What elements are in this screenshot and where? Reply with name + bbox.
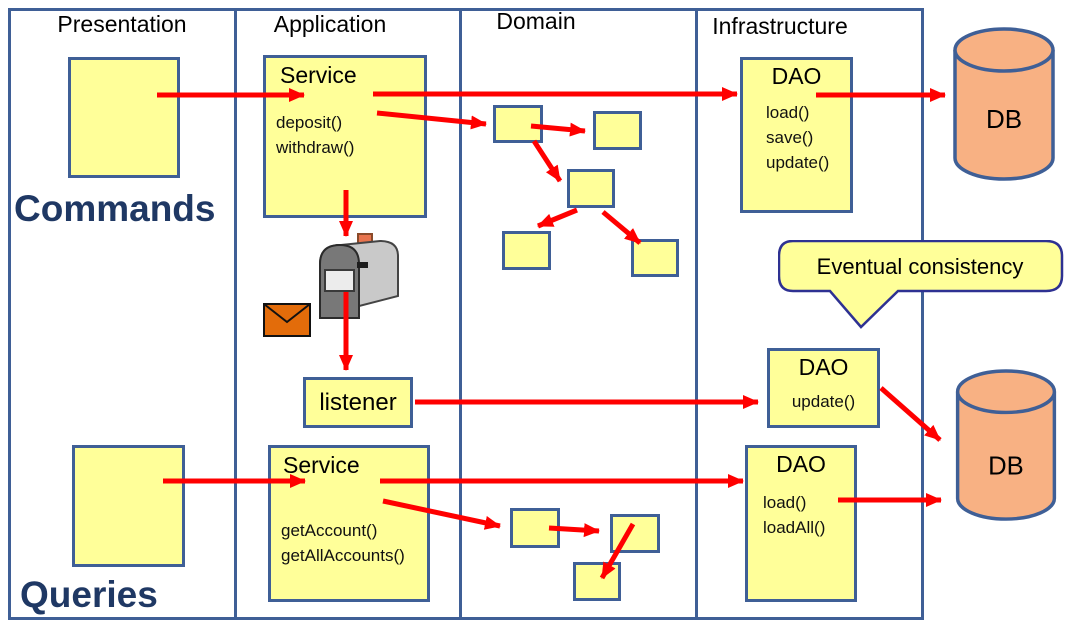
event-dao-methods: update() — [791, 392, 856, 411]
divider-application-domain — [459, 8, 462, 620]
column-header-infrastructure: Infrastructure — [712, 13, 848, 39]
listener-box: listener — [303, 377, 413, 428]
queries-section-label: Queries — [20, 574, 158, 615]
mailbox-icon — [319, 233, 399, 319]
domain-entity-box — [502, 231, 551, 270]
diagram-outer-border — [8, 8, 924, 620]
event-dao-title: DAO — [798, 354, 849, 380]
event-dao-box: DAO update() — [767, 348, 880, 428]
presentation-command-box — [68, 57, 180, 178]
command-dao-box: DAO load() save() update() — [740, 57, 853, 213]
column-header-presentation: Presentation — [57, 11, 187, 37]
query-service-box: Service getAccount() getAllAccounts() — [268, 445, 430, 602]
db-bottom-label: DB — [988, 453, 1024, 481]
query-dao-box: DAO load() loadAll() — [745, 445, 857, 602]
query-dao-title: DAO — [776, 451, 826, 477]
divider-domain-infrastructure — [695, 8, 698, 620]
db-top-label: DB — [986, 104, 1022, 134]
domain-entity-box — [610, 514, 660, 553]
eventual-consistency-callout: Eventual consistency — [778, 240, 1064, 329]
query-service-methods: getAccount() getAllAccounts() — [281, 521, 405, 565]
divider-presentation-application — [234, 8, 237, 620]
domain-entity-box — [593, 111, 642, 150]
column-header-application: Application — [273, 11, 387, 37]
command-dao-title: DAO — [771, 63, 822, 89]
query-service-title: Service — [283, 452, 360, 478]
command-service-methods: deposit() withdraw() — [276, 113, 355, 157]
presentation-query-box — [72, 445, 185, 567]
domain-entity-box — [567, 169, 615, 208]
query-dao-methods: load() loadAll() — [763, 493, 826, 537]
database-cylinder-icon: DB — [953, 27, 1055, 181]
domain-entity-box — [510, 508, 560, 548]
command-dao-methods: load() save() update() — [766, 103, 830, 172]
domain-entity-box — [493, 105, 543, 143]
command-service-box: Service deposit() withdraw() — [263, 55, 427, 218]
domain-entity-box — [631, 239, 679, 277]
listener-label: listener — [319, 389, 397, 416]
eventual-consistency-label: Eventual consistency — [817, 254, 1024, 279]
commands-section-label: Commands — [14, 188, 216, 229]
domain-entity-box — [573, 562, 621, 601]
envelope-icon — [263, 303, 311, 337]
database-cylinder-icon: DB — [955, 369, 1057, 521]
command-service-title: Service — [280, 62, 357, 88]
column-header-domain: Domain — [496, 8, 576, 34]
